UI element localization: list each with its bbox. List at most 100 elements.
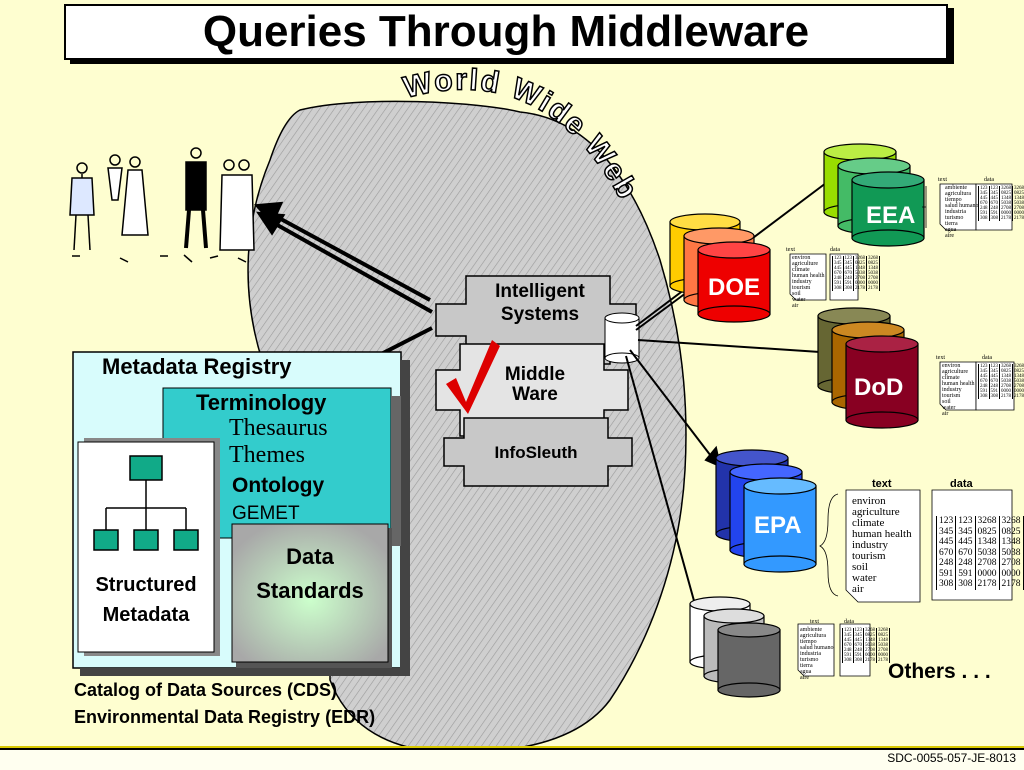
table-cell: 248: [956, 558, 975, 569]
table-cell: 308: [833, 286, 844, 291]
table-cell: 0000: [999, 569, 1023, 580]
table-cell: 5038: [999, 548, 1023, 559]
table-cell: 308: [843, 658, 854, 663]
footer-bar: [0, 748, 1024, 770]
dod-text-header: text: [936, 355, 945, 361]
table-cell: 308: [937, 579, 956, 590]
table-cell: 2178: [1000, 394, 1013, 399]
middleware-label: Middle Ware: [490, 365, 580, 405]
table-cell: 2178: [1013, 394, 1024, 399]
table-cell: 0825: [975, 527, 999, 538]
table-cell: 445: [937, 537, 956, 548]
ontology-label: Ontology: [232, 474, 324, 498]
text-item: air: [942, 411, 975, 417]
table-cell: 308: [989, 216, 1000, 221]
intelligent-systems-label: Intelligent Systems: [466, 280, 614, 326]
table-cell: 5038: [975, 548, 999, 559]
text-item: air: [852, 584, 912, 595]
table-cell: 2178: [854, 286, 867, 291]
terminology-label: Terminology: [196, 390, 326, 416]
metadata-registry-title: Metadata Registry: [102, 354, 292, 380]
eea-data-header: data: [984, 177, 994, 183]
dod-database-icon: [818, 308, 918, 428]
eea-database-icon: [824, 144, 924, 246]
infosleuth-label: InfoSleuth: [464, 443, 608, 463]
eea-label: EEA: [866, 202, 915, 230]
table-cell: 248: [937, 558, 956, 569]
table-cell: 308: [853, 658, 864, 663]
table-cell: 670: [937, 548, 956, 559]
table-cell: 445: [956, 537, 975, 548]
table-cell: 2178: [867, 286, 880, 291]
caption-cds: Catalog of Data Sources (CDS): [74, 680, 337, 701]
table-cell: 2178: [1013, 216, 1024, 221]
table-cell: 308: [979, 394, 990, 399]
table-cell: 2178: [975, 579, 999, 590]
thesaurus-label: Thesaurus: [229, 415, 328, 442]
table-cell: 123: [937, 516, 956, 527]
table-cell: 308: [989, 394, 1000, 399]
table-cell: 308: [956, 579, 975, 590]
structured-metadata-label: Structured Metadata: [78, 570, 214, 630]
caption-edr: Environmental Data Registry (EDR): [74, 707, 375, 728]
table-cell: 308: [843, 286, 854, 291]
table-cell: 2178: [999, 579, 1023, 590]
gemet-label: GEMET: [232, 503, 300, 525]
table-cell: 0825: [999, 527, 1023, 538]
table-cell: 3268: [999, 516, 1023, 527]
table-cell: 591: [937, 569, 956, 580]
table-cell: 1348: [999, 537, 1023, 548]
epa-label: EPA: [754, 512, 802, 540]
dod-label: DoD: [854, 374, 903, 402]
table-cell: 591: [956, 569, 975, 580]
themes-label: Themes: [229, 442, 305, 469]
table-cell: 2178: [877, 658, 890, 663]
eea-text-header: text: [938, 177, 947, 183]
table-cell: 2708: [975, 558, 999, 569]
table-cell: 2178: [864, 658, 877, 663]
text-item: air: [792, 303, 825, 309]
table-cell: 123: [956, 516, 975, 527]
others-database-icon: [690, 597, 780, 697]
others-text-header: text: [810, 619, 819, 625]
data-standards-label: Data Standards: [240, 540, 380, 608]
epa-database-icon: [716, 450, 816, 572]
users-icon: [70, 148, 254, 262]
others-data-header: data: [844, 619, 854, 625]
doe-label: DOE: [708, 274, 760, 302]
text-item: aire: [800, 675, 834, 681]
table-cell: 0000: [975, 569, 999, 580]
doe-text-header: text: [786, 247, 795, 253]
dod-data-header: data: [982, 355, 992, 361]
table-cell: 1348: [975, 537, 999, 548]
footer-code: SDC-0055-057-JE-8013: [887, 751, 1016, 765]
table-cell: 2708: [999, 558, 1023, 569]
text-item: aire: [945, 233, 979, 239]
others-label: Others . . .: [888, 660, 991, 684]
table-cell: 308: [979, 216, 990, 221]
table-cell: 670: [956, 548, 975, 559]
epa-data-header: data: [950, 478, 973, 490]
table-cell: 3268: [975, 516, 999, 527]
table-cell: 345: [937, 527, 956, 538]
table-cell: 345: [956, 527, 975, 538]
epa-text-header: text: [872, 478, 892, 490]
doe-database-icon: [670, 214, 770, 322]
doe-data-header: data: [830, 247, 840, 253]
table-cell: 2178: [1000, 216, 1013, 221]
